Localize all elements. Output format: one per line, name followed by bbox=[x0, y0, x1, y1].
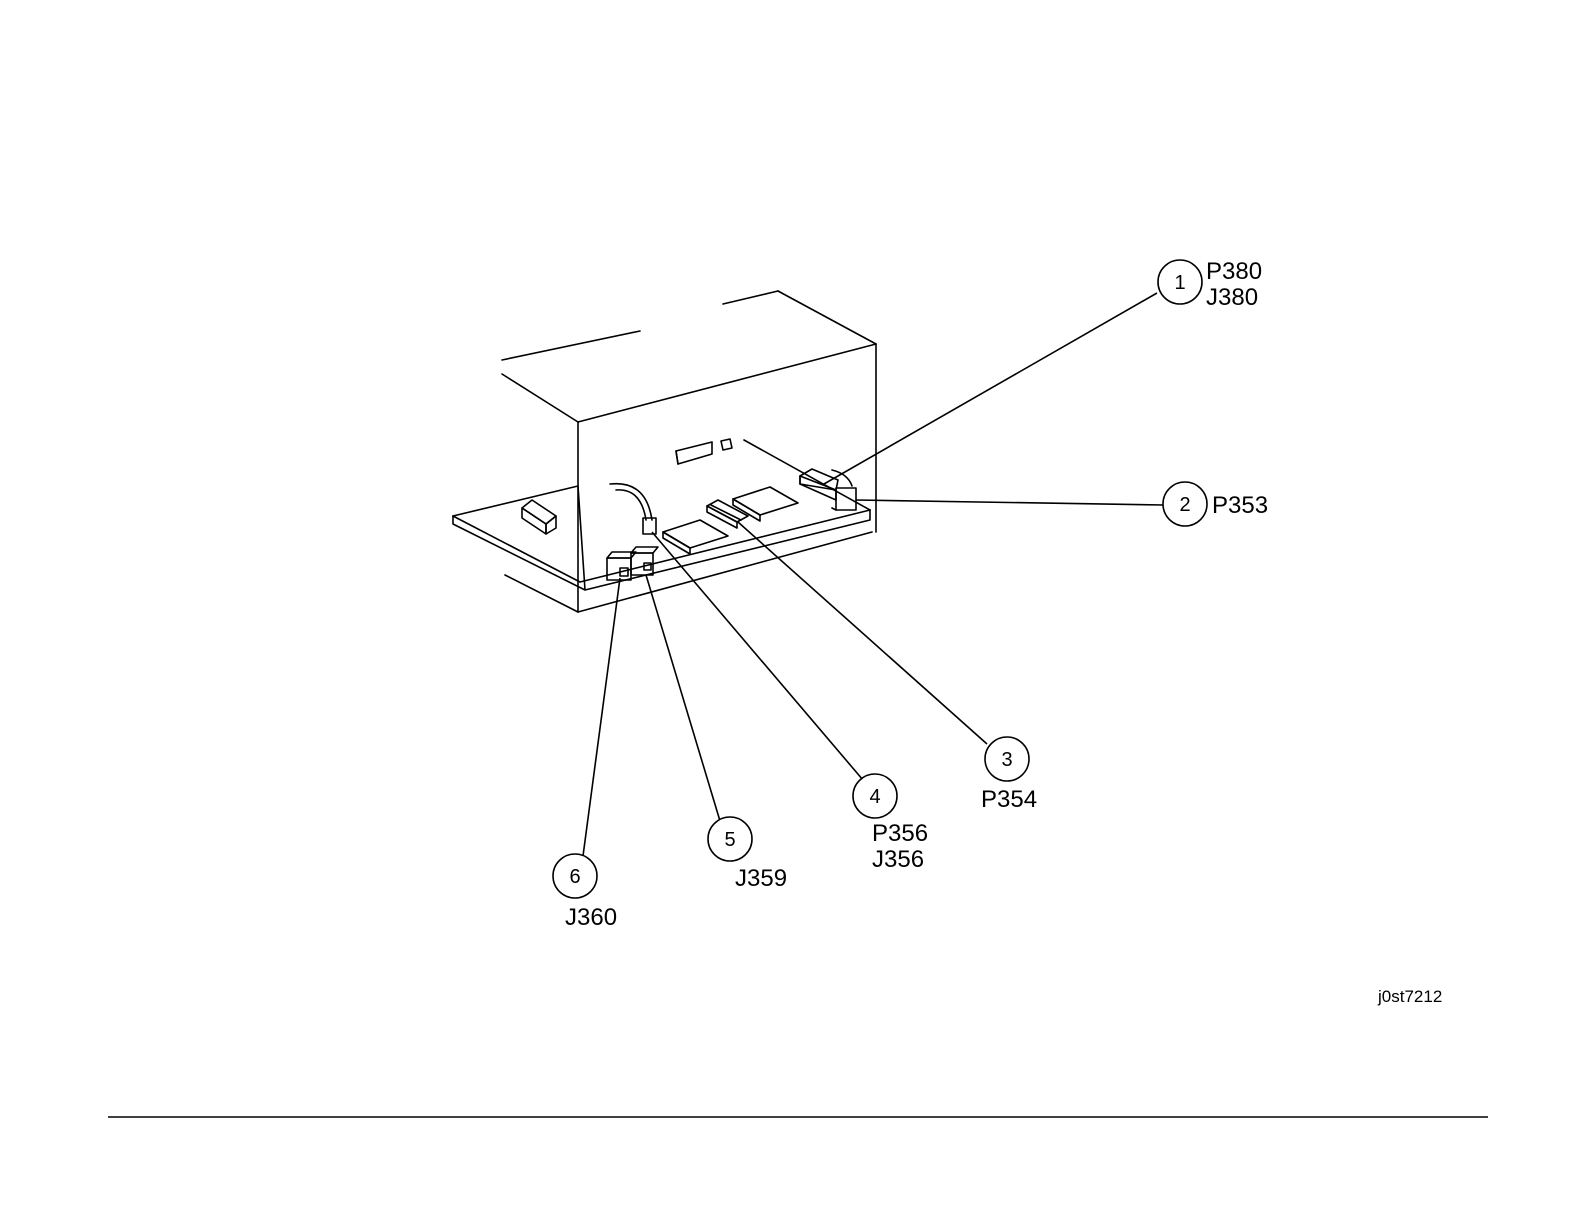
leader-line-6 bbox=[583, 578, 620, 856]
callout-3-label: P354 bbox=[981, 786, 1037, 813]
callout-4: 4 P356 J356 bbox=[853, 774, 928, 873]
callout-5-label: J359 bbox=[735, 865, 787, 892]
figure-id: j0st7212 bbox=[1377, 987, 1442, 1006]
callout-1: 1 P380 J380 bbox=[1158, 258, 1262, 311]
callout-6: 6 J360 bbox=[553, 854, 617, 931]
callout-5-number: 5 bbox=[724, 829, 735, 851]
callout-4-label-line2: J356 bbox=[872, 846, 924, 873]
callout-4-number: 4 bbox=[869, 786, 880, 808]
callout-2-number: 2 bbox=[1179, 494, 1190, 516]
callout-6-number: 6 bbox=[569, 866, 580, 888]
callout-3-number: 3 bbox=[1001, 749, 1012, 771]
callout-1-label-line1: P380 bbox=[1206, 258, 1262, 285]
leader-line-2 bbox=[856, 500, 1164, 505]
module-drawing bbox=[453, 291, 876, 612]
leader-line-5 bbox=[646, 575, 720, 821]
callout-2: 2 P353 bbox=[1163, 482, 1268, 526]
leader-line-4 bbox=[652, 532, 863, 780]
leader-line-3 bbox=[738, 522, 987, 744]
callout-6-label: J360 bbox=[565, 904, 617, 931]
callout-4-label-line1: P356 bbox=[872, 820, 928, 847]
callout-3: 3 P354 bbox=[981, 737, 1037, 813]
leader-lines bbox=[583, 293, 1164, 856]
leader-line-1 bbox=[824, 293, 1157, 484]
callout-2-label: P353 bbox=[1212, 492, 1268, 519]
callout-5: 5 J359 bbox=[708, 817, 787, 892]
callout-1-number: 1 bbox=[1174, 272, 1185, 294]
callout-1-label-line2: J380 bbox=[1206, 284, 1258, 311]
